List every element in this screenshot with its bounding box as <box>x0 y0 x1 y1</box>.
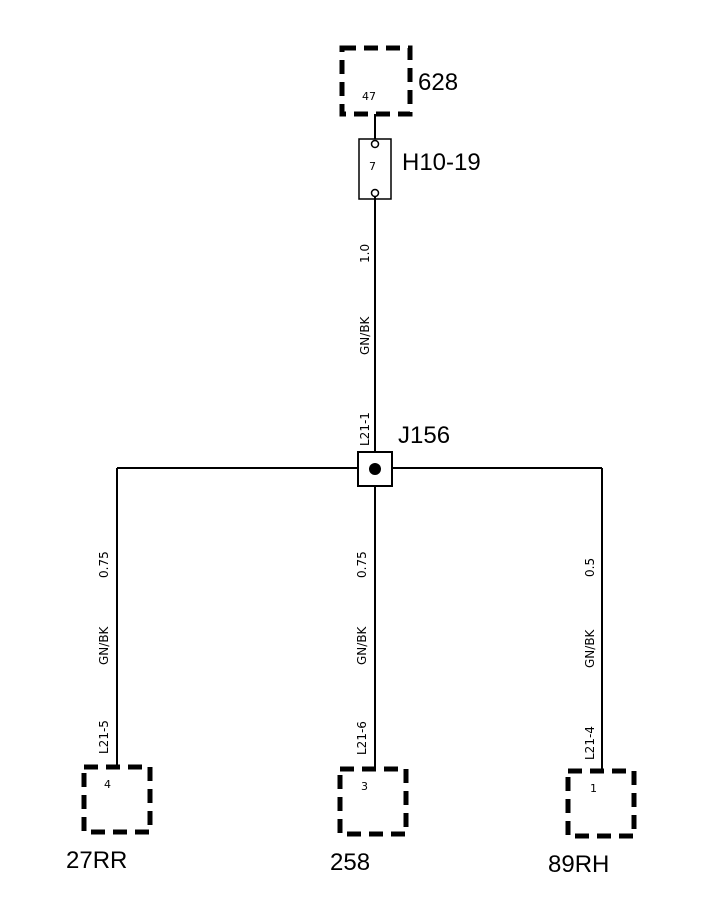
wire-left-color: GN/BK <box>97 625 111 665</box>
wire-left-circuit: L21-5 <box>97 720 111 754</box>
connector-628-box[interactable] <box>339 45 413 117</box>
wire-middle-circuit: L21-6 <box>355 721 369 755</box>
wire-right-size: 0.5 <box>583 558 597 577</box>
wire-middle-color: GN/BK <box>355 625 369 665</box>
wire-top-size: 1.0 <box>358 244 372 263</box>
wire-middle-size: 0.75 <box>355 551 369 578</box>
connector-89rh-box[interactable] <box>565 768 637 839</box>
wire-top-circuit: L21-1 <box>358 412 372 446</box>
connector-89rh-pin: 1 <box>590 782 597 795</box>
wire-right-circuit: L21-4 <box>583 726 597 760</box>
connector-27rr-label: 27RR <box>66 847 127 874</box>
wire-right-color: GN/BK <box>583 628 597 668</box>
wire-top-color: GN/BK <box>358 315 372 355</box>
inline-connector-pin: 7 <box>369 160 376 173</box>
inline-pin-top <box>370 139 380 149</box>
inline-pin-bottom <box>370 188 380 198</box>
connector-27rr-pin: 4 <box>104 778 111 791</box>
connector-89rh-label: 89RH <box>548 851 609 878</box>
wire-left-size: 0.75 <box>97 551 111 578</box>
connector-258-pin: 3 <box>361 780 368 793</box>
connector-27rr-box[interactable] <box>81 764 153 835</box>
connector-258-box[interactable] <box>337 766 409 837</box>
connector-258-label: 258 <box>330 849 370 876</box>
connector-628-label: 628 <box>418 69 458 96</box>
inline-connector-label: H10-19 <box>402 149 481 176</box>
splice-j156-dot <box>369 463 381 475</box>
splice-label: J156 <box>398 422 450 449</box>
connector-628-pin: 47 <box>362 90 376 103</box>
